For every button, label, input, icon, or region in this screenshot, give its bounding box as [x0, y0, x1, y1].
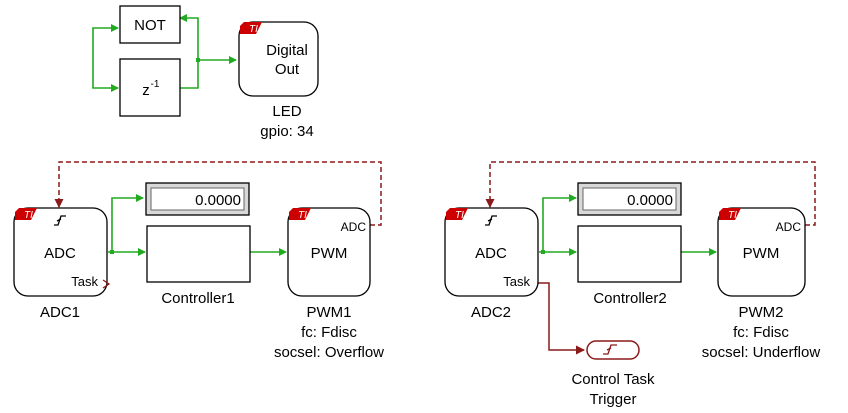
- led-param: gpio: 34: [260, 123, 313, 140]
- pwm2-block[interactable]: TI ADC PWM: [717, 207, 806, 297]
- task-port-icon: [102, 279, 111, 289]
- wire-not-to-delay[interactable]: [92, 80, 119, 92]
- not-label: NOT: [134, 17, 166, 34]
- wire-pwm2-adc-trigger[interactable]: [485, 161, 816, 226]
- left-group: TI ADC Task ADC1 0.0000 Controller1 TI A: [13, 161, 384, 361]
- controller1-block[interactable]: [146, 225, 251, 283]
- delay-label: z: [142, 82, 150, 99]
- led-name: LED: [272, 103, 301, 120]
- ti-badge-icon: [446, 208, 468, 220]
- controller2-block[interactable]: [577, 225, 682, 283]
- right-group: TI ADC Task ADC2 0.0000 Controller2 TI A…: [444, 161, 821, 408]
- adc2-task-port: Task: [503, 274, 530, 289]
- control-task-trigger-line1: Control Task: [571, 371, 655, 388]
- wire-adc1-to-display1[interactable]: [111, 194, 144, 252]
- display1-block[interactable]: 0.0000: [145, 182, 250, 216]
- ti-badge-icon: [15, 208, 37, 220]
- pwm1-block[interactable]: TI ADC PWM: [287, 207, 371, 297]
- pwm1-adc-port: ADC: [341, 220, 367, 234]
- display2-value: 0.0000: [627, 192, 673, 209]
- trigger-icon: [54, 215, 66, 226]
- trigger-icon: [603, 344, 617, 355]
- ti-badge-text: TI: [24, 210, 33, 221]
- ti-badge-text: TI: [298, 210, 307, 221]
- digital-out-line1: Digital: [266, 42, 308, 59]
- controller1-name: Controller1: [161, 290, 234, 307]
- wire-pwm1-adc-trigger[interactable]: [54, 161, 382, 226]
- control-task-trigger-line2: Trigger: [590, 391, 637, 408]
- ti-badge-icon: [240, 22, 262, 34]
- adc2-name: ADC2: [471, 304, 511, 321]
- trigger-icon: [485, 215, 497, 226]
- controller2-name: Controller2: [593, 290, 666, 307]
- control-task-trigger-block[interactable]: [586, 340, 640, 360]
- wire-junction: [196, 58, 200, 62]
- adc2-label: ADC: [475, 245, 507, 262]
- display1-value: 0.0000: [195, 192, 241, 209]
- digital-out-line2: Out: [275, 61, 300, 78]
- wire-junction: [110, 250, 114, 254]
- adc1-label: ADC: [44, 245, 76, 262]
- pwm2-label: PWM: [743, 245, 780, 262]
- ti-badge-text: TI: [455, 210, 464, 221]
- wire-out-to-not[interactable]: [179, 14, 199, 61]
- wire-delay-to-digital-out[interactable]: [180, 56, 237, 89]
- pwm2-param-fc: fc: Fdisc: [733, 324, 789, 341]
- pwm1-param-fc: fc: Fdisc: [301, 324, 357, 341]
- adc2-block[interactable]: TI ADC Task: [444, 207, 539, 297]
- delay-exponent: -1: [151, 79, 160, 90]
- pwm1-label: PWM: [311, 245, 348, 262]
- wire-adc2-to-task-trigger[interactable]: [537, 282, 585, 355]
- pwm1-param-socsel: socsel: Overflow: [274, 344, 384, 361]
- pwm2-adc-port: ADC: [776, 220, 802, 234]
- top-group: NOT z -1 TI Digital Out LED gpio: 34: [92, 5, 319, 140]
- adc1-block[interactable]: TI ADC Task: [13, 207, 111, 297]
- wire-junction: [541, 250, 545, 254]
- adc1-name: ADC1: [40, 304, 80, 321]
- ti-badge-text: TI: [728, 210, 737, 221]
- pwm2-param-socsel: socsel: Underflow: [702, 344, 821, 361]
- pwm1-name: PWM1: [307, 304, 352, 321]
- delay-block[interactable]: z -1: [119, 58, 181, 117]
- ti-badge-icon: [719, 208, 741, 220]
- wire-adc2-to-display2[interactable]: [542, 194, 577, 252]
- digital-out-block[interactable]: TI Digital Out: [238, 21, 319, 97]
- ti-badge-text: TI: [249, 24, 258, 35]
- display2-block[interactable]: 0.0000: [577, 182, 682, 216]
- not-block[interactable]: NOT: [119, 5, 181, 44]
- wire-delay-to-not[interactable]: [92, 24, 119, 80]
- adc1-task-port: Task: [71, 274, 98, 289]
- ti-badge-icon: [289, 208, 311, 220]
- pwm2-name: PWM2: [739, 304, 784, 321]
